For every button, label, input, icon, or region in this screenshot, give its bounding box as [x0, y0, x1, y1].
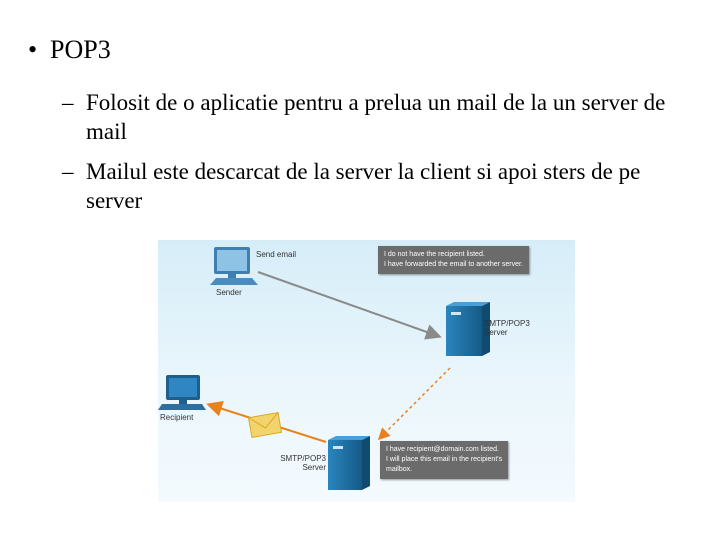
relay-arrow [377, 367, 451, 441]
email-flow-diagram: Send email Sender Recipient SMTP/POP3 Se… [158, 240, 575, 502]
dash-symbol: – [62, 90, 74, 115]
bullet-symbol: • [28, 35, 38, 64]
bottom-server-icon [328, 436, 370, 490]
sub-bullet-1: – Folosit de o aplicatie pentru a prelua… [62, 88, 702, 146]
envelope-icon [247, 411, 283, 439]
send-email-label: Send email [256, 250, 297, 259]
top-server-label: SMTP/POP3 Server [484, 319, 530, 337]
callout-top: I do not have the recipient listed. I ha… [378, 246, 529, 274]
sub-bullet-2-text: Mailul este descarcat de la server la cl… [86, 159, 641, 213]
dash-symbol: – [62, 159, 74, 184]
callout-bottom: I have recipient@domain.com listed. I wi… [380, 441, 509, 479]
diagram-graphics [158, 247, 490, 490]
send-arrow [257, 271, 442, 340]
sub-bullet-2: – Mailul este descarcat de la server la … [62, 157, 702, 215]
bottom-server-label: SMTP/POP3 Server [280, 454, 326, 472]
recipient-label: Recipient [160, 413, 194, 422]
recipient-computer-icon [158, 375, 206, 410]
sender-computer-icon [210, 247, 258, 285]
sender-label: Sender [216, 288, 242, 297]
main-bullet-title: POP3 [50, 35, 111, 64]
sub-bullet-1-text: Folosit de o aplicatie pentru a prelua u… [86, 90, 666, 144]
top-server-icon [446, 302, 490, 356]
main-bullet: • POP3 [28, 34, 111, 66]
